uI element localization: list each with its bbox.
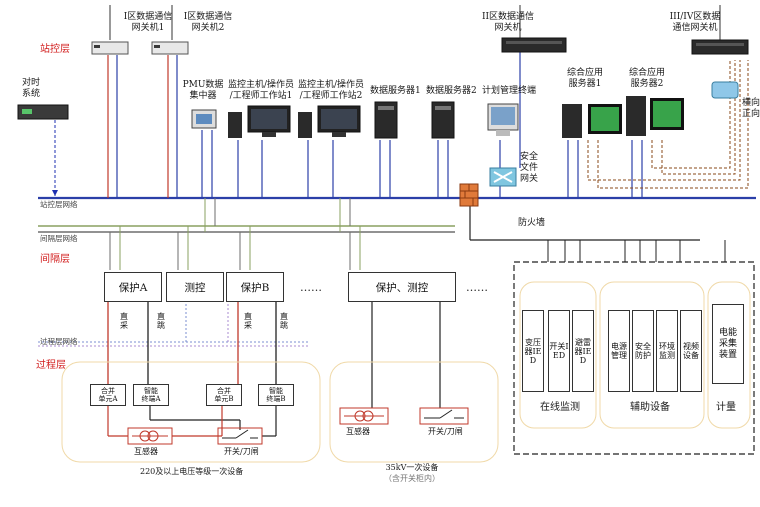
process-layer-label: 过程层 (36, 360, 66, 371)
edge-isolation-label: 横向正向 (742, 98, 760, 119)
app-server-2-device (626, 96, 684, 136)
aux-environment: 环境监测 (656, 310, 678, 392)
gateway-1-label: I区数据通信网关机1 (123, 12, 173, 33)
gateway-2-device (151, 41, 189, 55)
merging-unit-b: 合并单元B (206, 384, 242, 406)
tripping-label-a: 直跳 (157, 312, 165, 330)
isolation-device (489, 167, 517, 187)
workstation-2-label: 监控主机/操作员/工程师工作站2 (297, 80, 365, 101)
gateway-1-device (91, 41, 129, 55)
process-network-label: 过程层网络 (40, 337, 78, 346)
app-server-1-device (562, 104, 622, 138)
workstation-1-device (228, 105, 291, 138)
merging-unit-a: 合并单元A (90, 384, 126, 406)
protection-measure-box: 保护、测控 (348, 272, 456, 302)
switch-label-1: 开关/刀闸 (224, 447, 259, 456)
gateway-4-device (691, 39, 749, 55)
aux-energy-collector: 电能采集装置 (712, 304, 744, 384)
measure-control-box: 测控 (166, 272, 224, 302)
ct-label-2: 互感器 (346, 427, 370, 436)
timing-device (17, 104, 69, 120)
gateway-3-device (501, 37, 567, 53)
switch-label-2: 开关/刀闸 (428, 427, 463, 436)
isolation-label: 安全文件网关 (520, 152, 539, 184)
ct-symbol-2 (339, 407, 389, 425)
gateway-2-label: I区数据通信网关机2 (183, 12, 233, 33)
db-server-2-label: 数据服务器2 (426, 86, 477, 96)
bay-ellipsis-2: …… (466, 281, 488, 294)
db-server-2-device (431, 101, 455, 139)
aux-transformer-ied: 变压器IED (522, 310, 544, 392)
plan-terminal-device (487, 103, 519, 136)
workstation-1-label: 监控主机/操作员/工程师工作站1 (227, 80, 295, 101)
gateway-3-label: II区数据通信网关机 (481, 12, 535, 33)
timing-label: 对时系统 (22, 78, 41, 99)
tripping-label-b: 直跳 (280, 312, 288, 330)
firewall-label: 防火墙 (518, 218, 546, 228)
bay-layer-label: 间隔层 (40, 254, 70, 265)
aux-arrester-ied: 避雷器IED (572, 310, 594, 392)
plan-terminal-label: 计划管理终端 (482, 86, 537, 96)
db-server-1-device (374, 101, 398, 139)
aux-security: 安全防护 (632, 310, 654, 392)
app-server-1-label: 综合应用服务器1 (566, 68, 603, 89)
sampling-label-a: 直采 (120, 312, 128, 330)
protection-a-box: 保护A (104, 272, 162, 302)
aux-video: 视频设备 (680, 310, 702, 392)
online-monitor-label: 在线监测 (540, 402, 580, 413)
intelligent-terminal-b: 智能终端B (258, 384, 294, 406)
workstation-2-device (298, 105, 361, 138)
protection-b-box: 保护B (226, 272, 284, 302)
bay-ellipsis-1: …… (300, 281, 322, 294)
intelligent-terminal-a: 智能终端A (133, 384, 169, 406)
station-layer-label: 站控层 (40, 44, 70, 55)
aux-equipment-label: 辅助设备 (630, 402, 670, 413)
hv-caption: 220及以上电压等级一次设备 (140, 467, 244, 476)
firewall-icon (459, 183, 479, 207)
aux-power-mgmt: 电源管理 (608, 310, 630, 392)
gateway-4-label: III/IV区数据通信网关机 (669, 12, 721, 33)
ct-symbol-1 (127, 427, 173, 445)
ct-label-1: 互感器 (134, 447, 158, 456)
db-server-1-label: 数据服务器1 (370, 86, 421, 96)
edge-isolation-device (711, 81, 739, 99)
app-server-2-label: 综合应用服务器2 (628, 68, 665, 89)
bay-network-label: 间隔层网络 (40, 234, 78, 243)
metering-label: 计量 (716, 402, 736, 413)
switch-symbol-2 (419, 407, 469, 425)
mv-caption: 35kV一次设备（含开关柜内） (384, 463, 440, 483)
aux-switch-ied: 开关IED (548, 310, 570, 392)
pmu-label: PMU数据集中器 (182, 80, 224, 101)
station-network-label: 站控层网络 (40, 200, 78, 209)
pmu-device (191, 109, 217, 129)
switch-symbol-1 (217, 427, 263, 445)
sampling-label-b: 直采 (244, 312, 252, 330)
